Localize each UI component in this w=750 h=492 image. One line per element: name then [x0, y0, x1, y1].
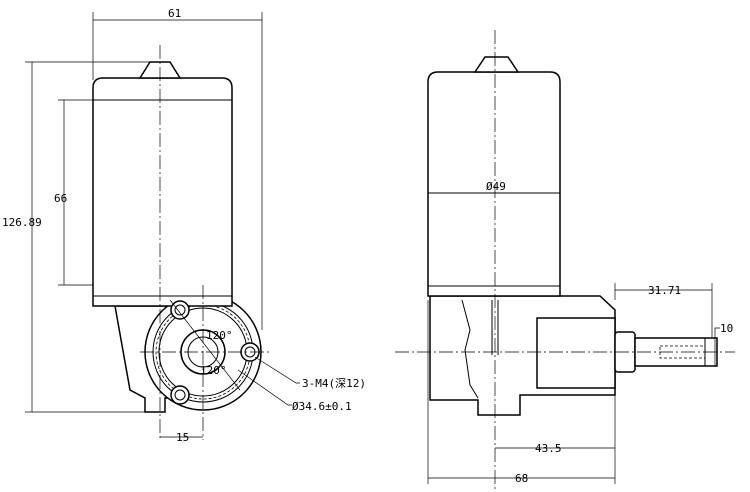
- total-height-dim: 126.89: [2, 216, 42, 229]
- motor-cap-side: [473, 56, 520, 73]
- angle-bottom: 120°: [200, 364, 227, 377]
- thread-callout: 3-M4(深12): [302, 377, 366, 390]
- motor-height-dim: 66: [54, 192, 67, 205]
- motor-diameter-dim: Ø49: [486, 180, 506, 193]
- bolt-circle-callout: Ø34.6±0.1: [292, 400, 352, 413]
- width-dim: 61: [168, 7, 181, 20]
- motor-body: [92, 77, 233, 307]
- output-flange: [536, 317, 616, 389]
- hole-offset-dim: 15: [176, 431, 189, 444]
- shaft-offset-dim: 43.5: [535, 442, 562, 455]
- shaft-end-dim: 10: [720, 322, 733, 335]
- angle-top: 120°: [206, 329, 233, 342]
- total-length-dim: 68: [515, 472, 528, 485]
- front-view: 61 126.89 66 15 120° 120° 3-M4(深12) Ø34.…: [2, 7, 366, 444]
- motor-body-side: [427, 71, 561, 297]
- side-view: Ø49 31.71 10 43.5 68: [395, 30, 735, 490]
- shaft-length-dim: 31.71: [648, 284, 681, 297]
- mounting-hole: [170, 385, 190, 405]
- mounting-hole: [170, 300, 190, 320]
